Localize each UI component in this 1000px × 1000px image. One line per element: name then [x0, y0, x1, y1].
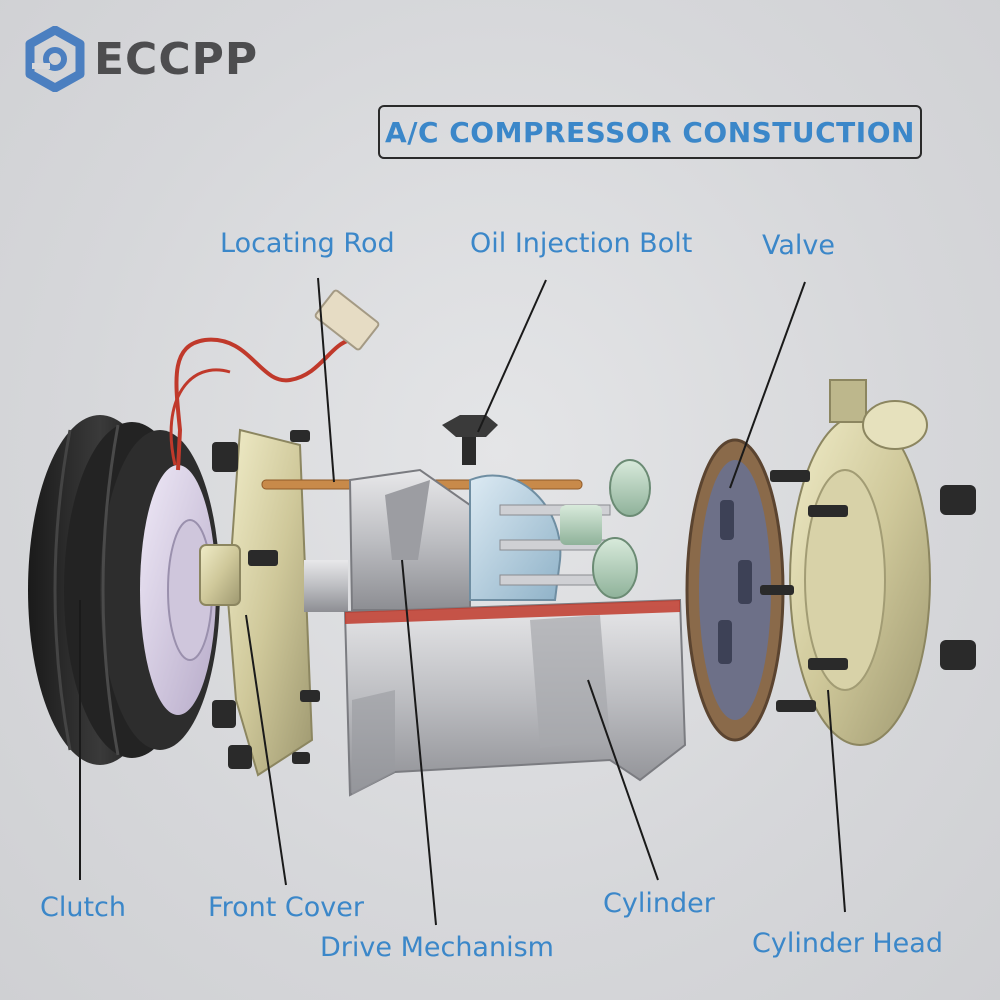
cylinder-housing	[343, 598, 687, 797]
leader-locating-rod	[317, 277, 335, 483]
leader-valve	[729, 281, 806, 489]
label-cylinder: Cylinder	[603, 888, 715, 919]
label-valve: Valve	[762, 230, 836, 261]
label-oil-injection-bolt: Oil Injection Bolt	[470, 228, 693, 259]
label-locating-rod: Locating Rod	[220, 228, 395, 259]
brand-logo: ECCPP	[22, 26, 258, 92]
label-drive-mechanism: Drive Mechanism	[320, 932, 554, 963]
leader-drive-mechanism	[401, 559, 437, 926]
label-front-cover: Front Cover	[208, 892, 364, 923]
leader-front-cover	[245, 614, 287, 886]
leader-oil-injection-bolt	[477, 279, 547, 433]
leader-lines	[79, 277, 846, 926]
pistons	[560, 459, 651, 599]
front-cover	[199, 428, 348, 777]
valve-plate	[685, 438, 785, 742]
label-clutch: Clutch	[40, 892, 127, 923]
leader-cylinder-head	[827, 689, 846, 913]
label-cylinder-head: Cylinder Head	[752, 928, 943, 959]
leader-cylinder	[587, 679, 659, 881]
title-box: A/C COMPRESSOR CONSTUCTION	[378, 105, 922, 159]
clutch-pulley	[28, 415, 220, 765]
oil-injection-bolt	[442, 415, 498, 465]
hexagon-nut-logo-icon	[25, 26, 85, 92]
drive-mechanism	[348, 459, 651, 611]
page-title: A/C COMPRESSOR CONSTUCTION	[385, 115, 915, 149]
cylinder-head	[760, 379, 976, 746]
brand-name: ECCPP	[94, 33, 259, 85]
